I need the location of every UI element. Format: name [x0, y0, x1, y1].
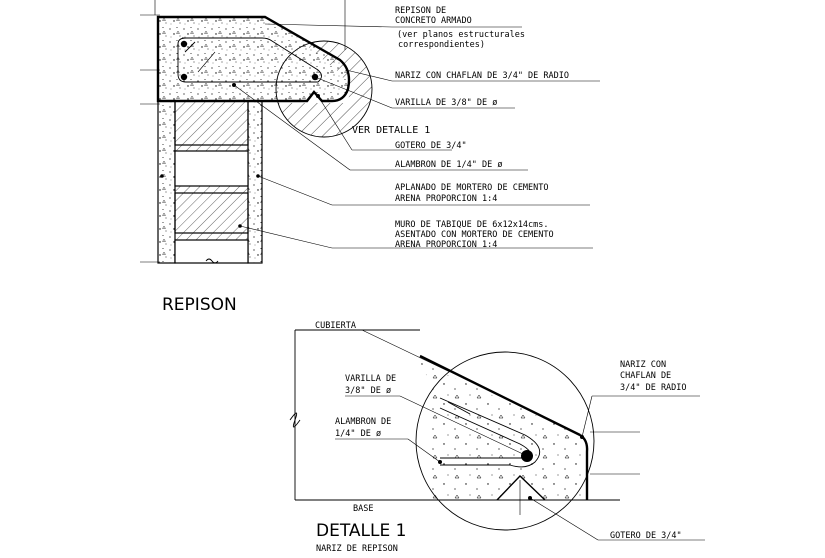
- repison-section: REPISON DE CONCRETO ARMADO (ver planos e…: [140, 0, 600, 315]
- break-symbol: [289, 412, 301, 428]
- base-label: BASE: [353, 504, 373, 514]
- detail-1-section: CUBIERTA VARILLA DE 3/8" DE ø ALAMBRON D…: [289, 321, 705, 554]
- brick-course: [174, 192, 249, 234]
- varilla-callout: VARILLA DE: [345, 374, 396, 384]
- rebar-dot: [521, 450, 533, 462]
- aplanado-callout: APLANADO DE MORTERO DE CEMENTO: [395, 183, 549, 193]
- repison-callout-note: (ver planos estructurales: [397, 30, 525, 40]
- concrete-fill: [415, 360, 587, 500]
- gotero-groove: [496, 475, 546, 501]
- plaster-left: [157, 100, 176, 264]
- aplanado-callout: ARENA PROPORCION 1:4: [395, 194, 497, 204]
- brick-course-open: [174, 239, 249, 264]
- gotero-callout: GOTERO DE 3/4": [610, 531, 682, 541]
- alambron-callout: 1/4" DE ø: [335, 429, 381, 439]
- mortar-joint: [174, 232, 249, 241]
- gotero-callout: GOTERO DE 3/4": [395, 141, 467, 151]
- mortar-joint: [174, 144, 249, 152]
- repison-title: REPISON: [162, 295, 237, 315]
- detail-subtitle: NARIZ DE REPISON: [316, 544, 398, 554]
- nariz-callout: 3/4" DE RADIO: [620, 383, 687, 393]
- varilla-callout: 3/8" DE ø: [345, 386, 391, 396]
- muro-callout: ASENTADO CON MORTERO DE CEMENTO: [395, 230, 554, 240]
- rebar-dot: [180, 73, 188, 81]
- brick-course: [174, 100, 249, 146]
- alambron-callout: ALAMBRON DE 1/4" DE ø: [395, 160, 502, 170]
- alambron-callout: ALAMBRON DE: [335, 417, 391, 427]
- repison-callout: REPISON DE: [395, 6, 446, 16]
- repison-callout-note: correspondientes): [398, 40, 485, 50]
- cubierta-callout: CUBIERTA: [315, 321, 356, 331]
- muro-callout: MURO DE TABIQUE DE 6x12x14cms.: [395, 220, 549, 230]
- nariz-callout: CHAFLAN DE: [620, 371, 671, 381]
- arrow-line: [197, 51, 216, 73]
- detail-title: DETALLE 1: [316, 521, 406, 541]
- varilla-callout: VARILLA DE 3/8" DE ø: [395, 98, 497, 108]
- detail-leader-lines: [315, 329, 705, 541]
- ver-detalle-callout: VER DETALLE 1: [352, 125, 430, 136]
- detail-circle: [415, 351, 595, 531]
- leader-lines: [233, 23, 600, 249]
- stirrup: [177, 37, 322, 83]
- concrete-sill: [156, 15, 351, 103]
- stirrup-hook: [184, 41, 196, 53]
- nariz-callout: NARIZ CON CHAFLAN DE 3/4" DE RADIO: [395, 71, 569, 81]
- mortar-joint: [174, 185, 249, 194]
- rebar-dot: [180, 40, 188, 48]
- repison-callout: CONCRETO ARMADO: [395, 16, 472, 26]
- nariz-callout: NARIZ CON: [620, 360, 666, 370]
- stirrup: [439, 397, 541, 468]
- brick-course-open: [174, 150, 249, 187]
- sill-top-edge: [419, 354, 581, 437]
- stirrup-hook: [447, 401, 471, 415]
- break-symbol: [205, 258, 219, 264]
- plaster-right: [247, 100, 263, 264]
- muro-callout: ARENA PROPORCION 1:4: [395, 240, 497, 250]
